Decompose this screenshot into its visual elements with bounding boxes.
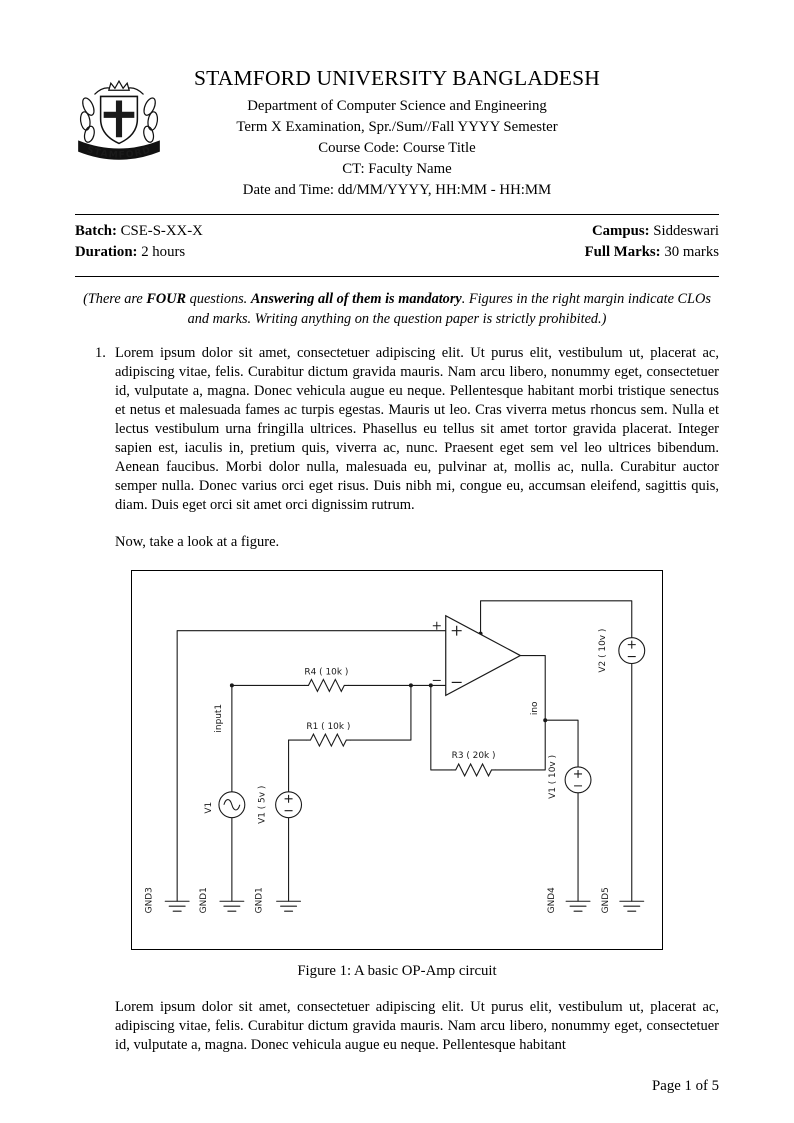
question-1: 1. Lorem ipsum dolor sit amet, consectet… [95, 344, 719, 515]
resistor-r3 [451, 762, 497, 778]
question-number: 1. [95, 345, 106, 361]
ground-gnd4-icon [565, 900, 591, 912]
batch-info: Batch: CSE-S-XX-X [75, 221, 203, 242]
logo-banner-text: STAMFORD [85, 144, 151, 160]
source-v1-10v-icon [564, 766, 592, 794]
circuit-wires [164, 600, 645, 912]
duration-label: Duration: [75, 244, 138, 260]
page-number: Page 1 of 5 [652, 1078, 719, 1094]
ct-line: CT: Faculty Name [342, 161, 452, 177]
instructions: (There are FOUR questions. Answering all… [75, 289, 720, 329]
source-v1-5v-icon [275, 791, 303, 819]
university-logo: STAMFORD [78, 79, 160, 161]
resistor-r1 [305, 732, 351, 748]
source-v1-sine-icon [218, 791, 246, 819]
crown-icon [107, 79, 131, 91]
instructions-text-1: (There are [83, 291, 147, 307]
full-marks-info: Full Marks: 30 marks [585, 242, 719, 263]
instructions-text-3: . Figures in the right margin indicate C… [187, 291, 711, 327]
ground-gnd5-icon [619, 900, 645, 912]
campus-info: Campus: Siddeswari [592, 221, 719, 242]
opamp-polarity-marks [432, 621, 462, 684]
figure-box: R4 ( 10k ) R1 ( 10k ) R3 ( 20k ) input1 … [131, 570, 663, 950]
instructions-bold-1: FOUR [146, 291, 187, 307]
instructions-text-2: questions. [186, 291, 251, 307]
label-gnd3: GND3 [144, 887, 154, 913]
label-gnd5: GND5 [601, 887, 611, 913]
exam-info: Batch: CSE-S-XX-X Campus: Siddeswari Dur… [75, 221, 719, 263]
instructions-bold-2: Answering all of them is mandatory [250, 291, 462, 307]
department-line: Department of Computer Science and Engin… [247, 98, 547, 114]
banner-ribbon [78, 140, 160, 160]
circuit-labels: R4 ( 10k ) R1 ( 10k ) R3 ( 20k ) input1 … [144, 629, 611, 914]
datetime-line: Date and Time: dd/MM/YYYY, HH:MM - HH:MM [242, 182, 552, 198]
duration-value: 2 hours [141, 244, 186, 260]
campus-label: Campus: [591, 223, 650, 239]
university-title: STAMFORD UNIVERSITY BANGLADESH [193, 66, 601, 90]
label-gnd4: GND4 [547, 887, 557, 913]
full-marks-label: Full Marks: [584, 244, 661, 260]
resistor-r4 [303, 678, 349, 693]
batch-value: CSE-S-XX-X [120, 223, 203, 239]
info-row-2: Duration: 2 hours Full Marks: 30 marks [75, 242, 719, 263]
course-line: Course Code: Course Title [318, 140, 476, 156]
paragraph-after-figure: Lorem ipsum dolor sit amet, consectetuer… [115, 999, 719, 1053]
label-r1: R1 ( 10k ) [306, 722, 350, 732]
duration-info: Duration: 2 hours [75, 242, 185, 263]
label-v2-10v: V2 ( 10v ) [598, 629, 608, 673]
opamp-icon [432, 614, 522, 697]
ground-gnd3-icon [164, 900, 190, 912]
full-marks-value: 30 marks [664, 244, 719, 260]
label-v1-10v: V1 ( 10v ) [548, 755, 558, 799]
term-line: Term X Examination, Spr./Sum//Fall YYYY … [236, 119, 558, 135]
figure-caption: Figure 1: A basic OP-Amp circuit [297, 963, 497, 979]
label-r3: R3 ( 20k ) [452, 751, 496, 761]
label-ino: ino [530, 701, 540, 715]
label-r4: R4 ( 10k ) [304, 667, 348, 677]
figure-intro: Now, take a look at a figure. [115, 534, 280, 550]
ground-gnd1a-icon [219, 900, 245, 912]
info-row-1: Batch: CSE-S-XX-X Campus: Siddeswari [75, 221, 719, 242]
label-v1-5v: V1 ( 5v ) [258, 786, 268, 824]
label-v1: V1 [204, 802, 214, 814]
batch-label: Batch: [75, 223, 117, 239]
question-body: Lorem ipsum dolor sit amet, consectetuer… [115, 345, 719, 513]
label-gnd1b: GND1 [255, 887, 265, 913]
divider-bottom [75, 276, 719, 277]
ground-gnd1b-icon [276, 900, 302, 912]
cross-icon [103, 100, 135, 138]
label-gnd1a: GND1 [199, 887, 209, 913]
header: STAMFORD UNIVERSITY BANGLADESH Departmen… [0, 0, 794, 201]
circuit-diagram: R4 ( 10k ) R1 ( 10k ) R3 ( 20k ) input1 … [144, 600, 646, 914]
campus-value: Siddeswari [653, 223, 719, 239]
label-input1: input1 [214, 704, 224, 733]
divider-top [75, 214, 719, 215]
source-v2-10v-icon [618, 637, 646, 665]
svg-text:STAMFORD: STAMFORD [85, 144, 152, 160]
